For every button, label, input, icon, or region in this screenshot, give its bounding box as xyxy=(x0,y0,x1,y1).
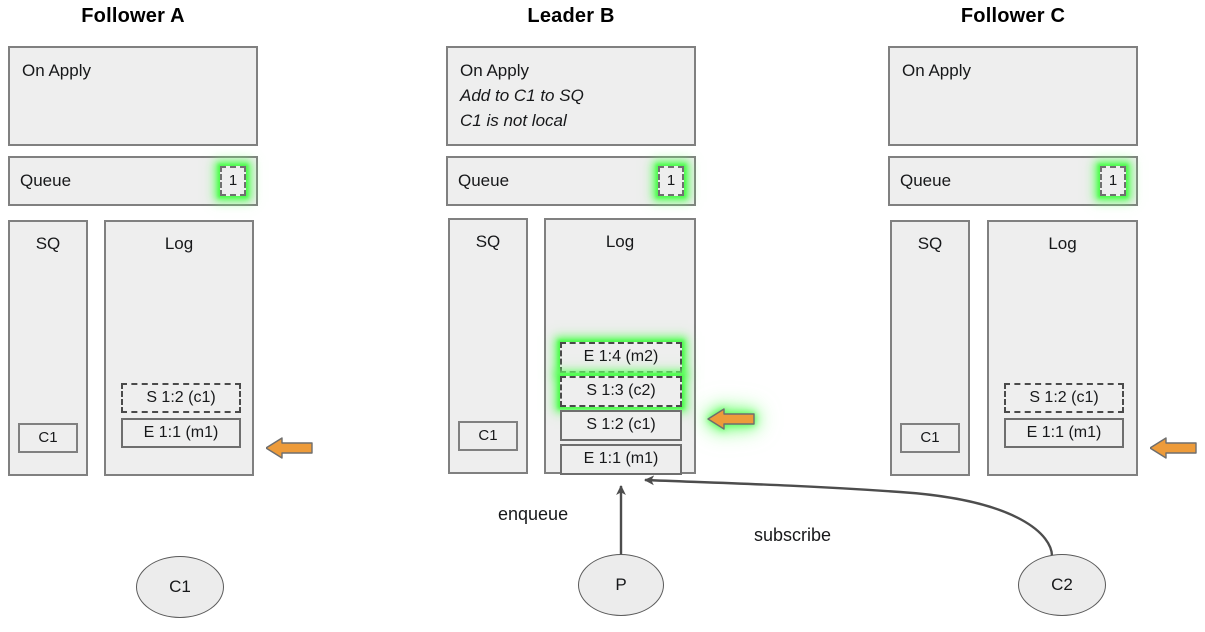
log-label: Log xyxy=(605,232,635,251)
queue-panel-leader-b: Queue 1 xyxy=(446,156,696,206)
on-apply-note: C1 is not local xyxy=(460,111,567,130)
sq-label: SQ xyxy=(917,234,943,253)
sq-panel-follower-a: SQ C1 xyxy=(8,220,88,476)
node-title-follower-c: Follower C xyxy=(960,5,1066,27)
commit-pointer-arrow-follower-a xyxy=(265,434,314,462)
sq-panel-leader-b: SQ C1 xyxy=(448,218,528,474)
enqueue-edge-label: enqueue xyxy=(498,504,569,524)
log-label: Log xyxy=(1048,234,1077,253)
node-title-leader-b: Leader B xyxy=(527,5,615,27)
log-entry: E 1:1 (m1) xyxy=(1004,418,1124,448)
queue-panel-follower-c: Queue 1 xyxy=(888,156,1138,206)
queue-count-badge: 1 xyxy=(658,166,684,196)
node-title-follower-a: Follower A xyxy=(81,5,185,27)
on-apply-heading: On Apply xyxy=(22,61,91,80)
sq-label: SQ xyxy=(475,232,501,251)
sq-item: C1 xyxy=(458,421,518,451)
sq-item: C1 xyxy=(900,423,960,453)
on-apply-panel-follower-a: On Apply xyxy=(8,46,258,146)
on-apply-note: Add to C1 to SQ xyxy=(460,86,584,105)
producer-node-p[interactable]: P xyxy=(578,554,664,616)
commit-pointer-arrow-follower-c xyxy=(1149,434,1198,462)
commit-pointer-arrow-leader-b xyxy=(704,400,762,438)
queue-count-badge: 1 xyxy=(1100,166,1126,196)
queue-panel-follower-a: Queue 1 xyxy=(8,156,258,206)
subscribe-connector xyxy=(644,475,1054,557)
sq-panel-follower-c: SQ C1 xyxy=(890,220,970,476)
queue-label: Queue xyxy=(20,171,72,190)
on-apply-panel-follower-c: On Apply xyxy=(888,46,1138,146)
queue-label: Queue xyxy=(458,171,510,190)
log-entry: S 1:3 (c2) xyxy=(560,376,682,407)
log-entry: E 1:4 (m2) xyxy=(560,342,682,373)
client-node-c1[interactable]: C1 xyxy=(136,556,224,618)
log-entry: E 1:1 (m1) xyxy=(121,418,241,448)
log-label: Log xyxy=(164,234,194,253)
log-panel-follower-a: Log S 1:2 (c1) E 1:1 (m1) xyxy=(104,220,254,476)
log-panel-follower-c: Log S 1:2 (c1) E 1:1 (m1) xyxy=(987,220,1138,476)
sq-label: SQ xyxy=(35,234,61,253)
log-entry: S 1:2 (c1) xyxy=(121,383,241,413)
on-apply-panel-leader-b: On Apply Add to C1 to SQ C1 is not local xyxy=(446,46,696,146)
sq-item: C1 xyxy=(18,423,78,453)
log-entry: E 1:1 (m1) xyxy=(560,444,682,475)
on-apply-heading: On Apply xyxy=(902,61,971,80)
log-entry: S 1:2 (c1) xyxy=(1004,383,1124,413)
subscribe-edge-label: subscribe xyxy=(754,525,832,545)
queue-count-badge: 1 xyxy=(220,166,246,196)
log-panel-leader-b: Log E 1:4 (m2) S 1:3 (c2) S 1:2 (c1) E 1… xyxy=(544,218,696,475)
on-apply-heading: On Apply xyxy=(460,61,529,80)
log-entry: S 1:2 (c1) xyxy=(560,410,682,441)
client-node-c2[interactable]: C2 xyxy=(1018,554,1106,616)
queue-label: Queue xyxy=(900,171,952,190)
